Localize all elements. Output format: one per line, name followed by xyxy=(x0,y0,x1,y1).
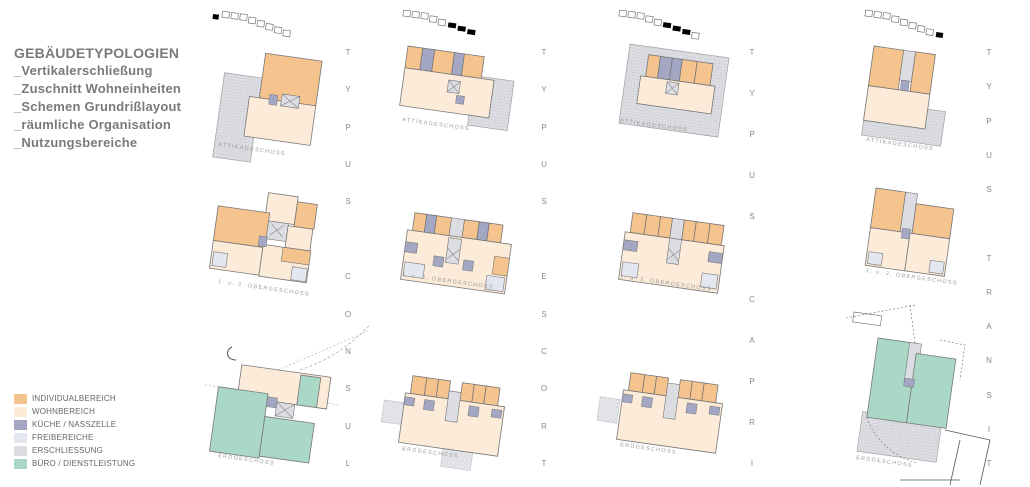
type-label-letter: S xyxy=(345,384,351,394)
type-label-letter: P xyxy=(749,376,755,386)
legend-label: BÜRO / DIENSTLEISTUNG xyxy=(32,459,136,468)
page-title: GEBÄUDETYPOLOGIEN xyxy=(14,45,180,61)
plan-transit-attic xyxy=(861,45,946,147)
type-label-letter: U xyxy=(345,421,351,431)
plan-escort-ground xyxy=(380,375,505,471)
plan-consul-ground xyxy=(204,324,371,464)
legend-label: KÜCHE / NASSZELLE xyxy=(32,420,117,429)
legend-item-individual: INDIVIDUALBEREICH xyxy=(14,392,135,405)
legend-swatch-individual xyxy=(14,393,27,404)
type-label-letter: I xyxy=(987,424,991,434)
type-label-letter: S xyxy=(986,185,992,194)
type-label-letter: N xyxy=(986,356,992,366)
type-label-letter: U xyxy=(345,160,351,170)
legend-item-living: WOHNBEREICH xyxy=(14,405,135,418)
plan-consul-attic xyxy=(212,52,323,163)
site-marker-transit xyxy=(864,9,944,38)
type-label-letter: U xyxy=(749,171,755,181)
site-marker-capri xyxy=(618,9,700,40)
plan-capri-attic xyxy=(618,43,730,138)
type-label-letter: L xyxy=(345,458,351,468)
type-label-letter: S xyxy=(541,309,547,319)
type-label-letter: R xyxy=(986,287,992,297)
subtitle-line-5: _Nutzungsbereiche xyxy=(14,135,138,150)
legend: INDIVIDUALBEREICH WOHNBEREICH KÜCHE / NA… xyxy=(14,392,135,470)
type-label-letter: S xyxy=(541,197,547,207)
title-block: GEBÄUDETYPOLOGIEN _Vertikalerschließung … xyxy=(14,44,181,152)
legend-swatch-wet xyxy=(14,419,27,430)
type-label-letter: Y xyxy=(986,82,992,92)
plan-capri-ground xyxy=(596,372,723,454)
type-label-letter: T xyxy=(986,253,992,263)
type-label-letter: N xyxy=(345,346,351,356)
plan-consul-upper xyxy=(208,192,318,284)
legend-label: WOHNBEREICH xyxy=(32,407,96,416)
subtitle-line-1: _Vertikalerschließung xyxy=(14,63,153,78)
type-label-letter: T xyxy=(986,459,992,468)
type-label-transit: T Y P U S T R A N S I T xyxy=(982,48,996,468)
plan-escort-attic xyxy=(399,45,515,131)
type-label-letter: Y xyxy=(541,85,547,95)
legend-swatch-office xyxy=(14,458,27,469)
plan-capri-upper xyxy=(618,212,725,294)
type-label-letter: U xyxy=(986,150,992,160)
legend-swatch-living xyxy=(14,406,27,417)
type-label-letter: O xyxy=(540,384,548,394)
plan-transit-upper xyxy=(864,187,955,277)
type-label-letter: T xyxy=(345,48,351,57)
type-label-letter: P xyxy=(345,122,351,132)
type-label-letter: T xyxy=(541,48,547,57)
type-label-letter: A xyxy=(749,335,755,345)
type-label-consul: T Y P U S C O N S U L xyxy=(341,48,355,468)
type-label-letter: Y xyxy=(749,89,755,99)
type-label-letter: P xyxy=(749,130,755,140)
legend-swatch-circulation xyxy=(14,445,27,456)
plan-escort-upper xyxy=(400,212,512,295)
legend-item-office: BÜRO / DIENSTLEISTUNG xyxy=(14,457,135,470)
type-label-letter: S xyxy=(345,197,351,207)
type-label-letter: S xyxy=(749,212,755,222)
type-label-letter: R xyxy=(749,417,755,427)
type-label-letter: C xyxy=(345,272,351,282)
type-label-letter: C xyxy=(541,346,547,356)
type-label-letter: E xyxy=(541,272,547,282)
plan-transit-ground xyxy=(845,304,991,486)
legend-swatch-free xyxy=(14,432,27,443)
type-label-letter: A xyxy=(986,322,992,331)
type-label-letter: P xyxy=(986,116,992,126)
legend-item-circulation: ERSCHLIESSUNG xyxy=(14,444,135,457)
type-label-letter: T xyxy=(541,458,547,468)
subtitle-line-4: _räumliche Organisation xyxy=(14,117,172,132)
legend-label: FREIBEREICHE xyxy=(32,433,94,442)
legend-item-wet: KÜCHE / NASSZELLE xyxy=(14,418,135,431)
legend-label: ERSCHLIESSUNG xyxy=(32,446,104,455)
floor-label-escort-attic: ATTIKAGESCHOSS xyxy=(402,117,470,132)
type-label-capri: T Y P U S C A P R I xyxy=(745,48,759,468)
type-label-letter: P xyxy=(541,122,547,132)
type-label-letter: S xyxy=(986,390,992,400)
floor-label-consul-upper: 1. u. 2. OBERGESCHOSS xyxy=(218,279,310,298)
type-label-escort: T Y P U S E S C O R T xyxy=(537,48,551,468)
type-label-letter: I xyxy=(750,458,754,468)
legend-item-free: FREIBEREICHE xyxy=(14,431,135,444)
type-label-letter: T xyxy=(986,48,992,57)
type-label-letter: O xyxy=(344,309,352,319)
type-label-letter: R xyxy=(541,421,547,431)
type-label-letter: T xyxy=(749,48,755,57)
subtitle-line-2: _Zuschnitt Wohneinheiten xyxy=(14,81,182,96)
site-marker-consul xyxy=(212,10,291,38)
subtitle-line-3: _Schemen Grundrißlayout xyxy=(14,99,182,114)
legend-label: INDIVIDUALBEREICH xyxy=(32,394,116,403)
type-label-letter: Y xyxy=(345,85,351,95)
site-marker-escort xyxy=(402,9,476,36)
type-label-letter: C xyxy=(749,294,755,304)
type-label-letter: U xyxy=(541,160,547,170)
